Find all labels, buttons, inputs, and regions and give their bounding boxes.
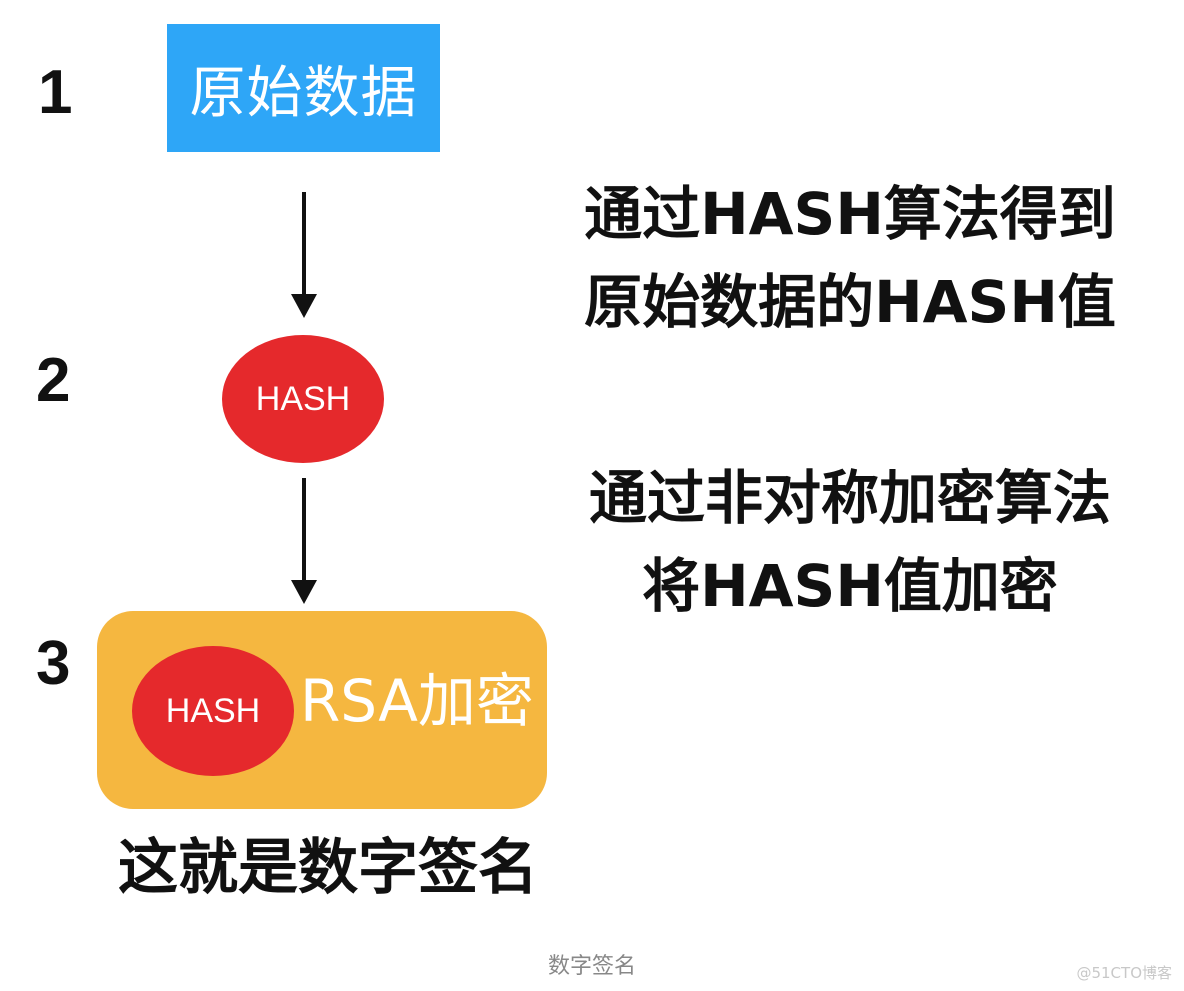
raw-data-label: 原始数据 [189,60,418,126]
encrypted-hash-ellipse: HASH [132,646,294,776]
watermark: @51CTO博客 [1076,964,1172,982]
arrow-1-line [302,192,306,296]
arrow-down-icon [291,580,317,604]
encrypt-step-description: 通过非对称加密算法 将HASH值加密 [560,454,1140,630]
hash-description-line-1: 通过HASH算法得到 [584,180,1116,248]
step-number-1: 1 [38,58,73,127]
hash-label: HASH [255,379,351,418]
conclusion-text: 这就是数字签名 [118,833,538,903]
step-number-2: 2 [36,346,71,415]
figure-caption: 数字签名 [547,954,636,979]
encrypt-description-line-2: 将HASH值加密 [642,552,1058,620]
encrypted-hash-label: HASH [165,691,261,730]
hash-ellipse: HASH [222,335,384,463]
hash-step-description: 通过HASH算法得到 原始数据的HASH值 [560,170,1140,346]
step-number-3: 3 [36,629,71,698]
arrow-down-icon [291,294,317,318]
rsa-encrypt-label: RSA加密 [300,667,534,735]
raw-data-box: 原始数据 [167,24,440,152]
arrow-2-line [302,478,306,582]
hash-description-line-2: 原始数据的HASH值 [584,268,1116,336]
encrypt-description-line-1: 通过非对称加密算法 [588,464,1111,532]
